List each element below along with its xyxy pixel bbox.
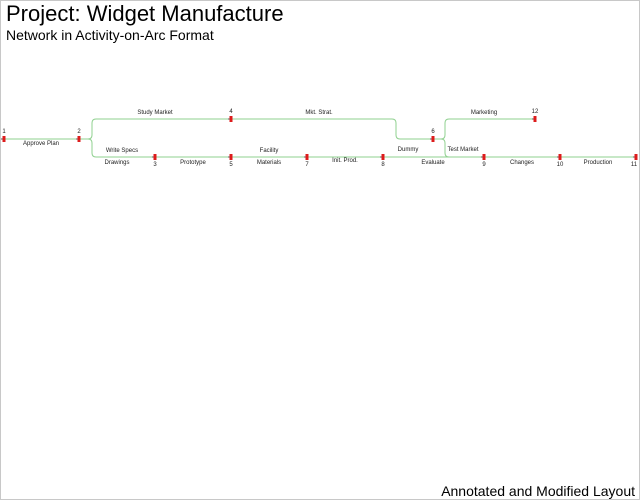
activity-label-approve-plan: Approve Plan: [23, 141, 59, 147]
activity-label-changes: Changes: [510, 160, 534, 166]
network-arc: [79, 138, 636, 158]
event-node-4: [229, 116, 233, 122]
network-arc: [433, 138, 484, 158]
event-node-2: [77, 136, 81, 142]
event-node-5: [229, 154, 233, 160]
activity-label-marketing: Marketing: [471, 110, 497, 116]
event-node-9: [482, 154, 486, 160]
event-node-label: 9: [482, 162, 486, 168]
event-node-label: 5: [229, 162, 233, 168]
chart-title: Project: Widget Manufacture: [6, 1, 284, 26]
activity-label-drawings: Drawings: [104, 160, 129, 166]
event-node-label: 2: [77, 129, 81, 135]
activity-label-study-market: Study Market: [137, 110, 173, 116]
event-node-label: 8: [381, 162, 385, 168]
event-node-12: [533, 116, 537, 122]
activity-label-write-specs: Write Specs: [106, 148, 138, 154]
activity-label-evaluate: Evaluate: [421, 160, 445, 166]
network-arc: [433, 118, 535, 140]
layout-note: Annotated and Modified Layout: [441, 483, 635, 499]
event-node-10: [558, 154, 562, 160]
event-node-label: 4: [229, 109, 233, 115]
chart-subtitle: Network in Activity-on-Arc Format: [6, 27, 214, 43]
event-node-label: 3: [153, 162, 157, 168]
event-node-1: [2, 136, 6, 142]
activity-label-init-prod: Init. Prod.: [332, 158, 358, 164]
activity-label-production: Production: [584, 160, 613, 166]
event-node-label: 7: [305, 162, 309, 168]
activity-label-facility: Facility: [260, 148, 279, 154]
event-node-label: 12: [532, 109, 539, 115]
event-node-3: [153, 154, 157, 160]
activity-label-materials: Materials: [257, 160, 281, 166]
activity-label-prototype: Prototype: [180, 160, 206, 166]
event-node-11: [634, 154, 638, 160]
activity-label-mkt-strat: Mkt. Strat.: [305, 110, 333, 116]
event-node-6: [431, 136, 435, 142]
event-node-8: [381, 154, 385, 160]
event-node-label: 10: [557, 162, 564, 168]
activity-label-dummy: Dummy: [398, 147, 419, 153]
event-node-label: 1: [2, 129, 6, 135]
network-arc: [79, 118, 433, 140]
event-node-label: 6: [431, 129, 435, 135]
event-node-7: [305, 154, 309, 160]
activity-label-test-market: Test Market: [447, 147, 478, 153]
event-node-label: 11: [631, 162, 638, 168]
